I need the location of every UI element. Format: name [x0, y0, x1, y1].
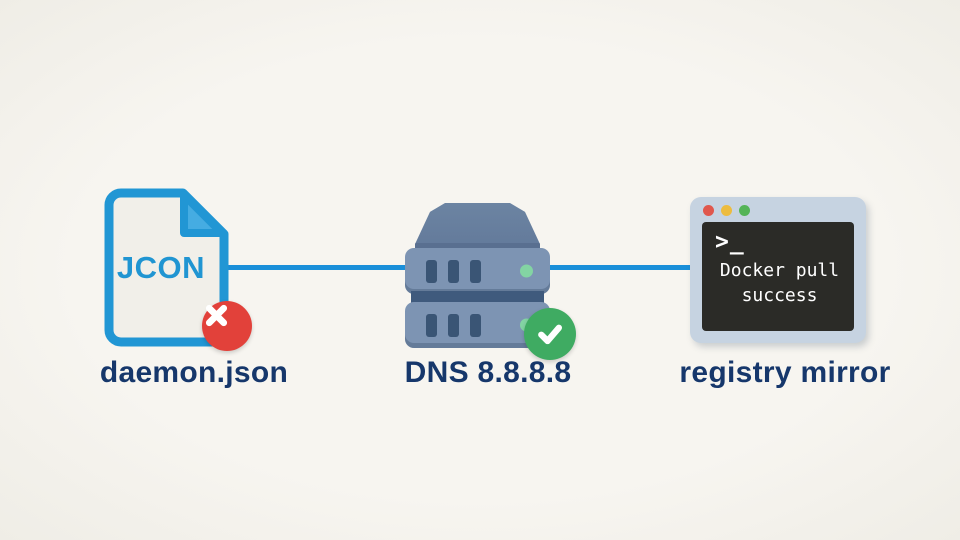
connector-server-to-terminal	[546, 265, 696, 270]
terminal-screen: >_ Docker pull success	[702, 222, 854, 331]
server-vents	[426, 313, 481, 337]
terminal-node-label: registry mirror	[679, 356, 891, 389]
terminal-output-line: success	[741, 285, 818, 306]
server-rack-unit	[405, 248, 550, 294]
server-lid	[415, 203, 540, 252]
close-dot-icon	[703, 204, 714, 216]
maximize-dot-icon	[739, 204, 750, 216]
terminal-prompt-icon: >_	[715, 229, 745, 255]
server-led-icon	[520, 264, 533, 278]
server-node-label: DNS 8.8.8.8	[404, 356, 572, 389]
minimize-dot-icon	[721, 204, 732, 216]
server-rack-divider	[411, 291, 544, 305]
terminal-titlebar	[690, 197, 866, 223]
terminal-window: >_ Docker pull success	[690, 197, 866, 343]
server-vents	[426, 259, 481, 283]
connector-file-to-server	[226, 265, 422, 270]
success-check-icon	[524, 308, 576, 360]
terminal-output: Docker pull success	[715, 258, 844, 308]
dns-server-node	[405, 203, 576, 360]
error-x-icon	[202, 301, 252, 351]
file-node-label: daemon.json	[99, 356, 289, 389]
document-type-text: JCON	[116, 250, 206, 285]
terminal-output-line: Docker pull	[719, 260, 840, 281]
daemon-json-file-node: JCON	[104, 188, 252, 351]
